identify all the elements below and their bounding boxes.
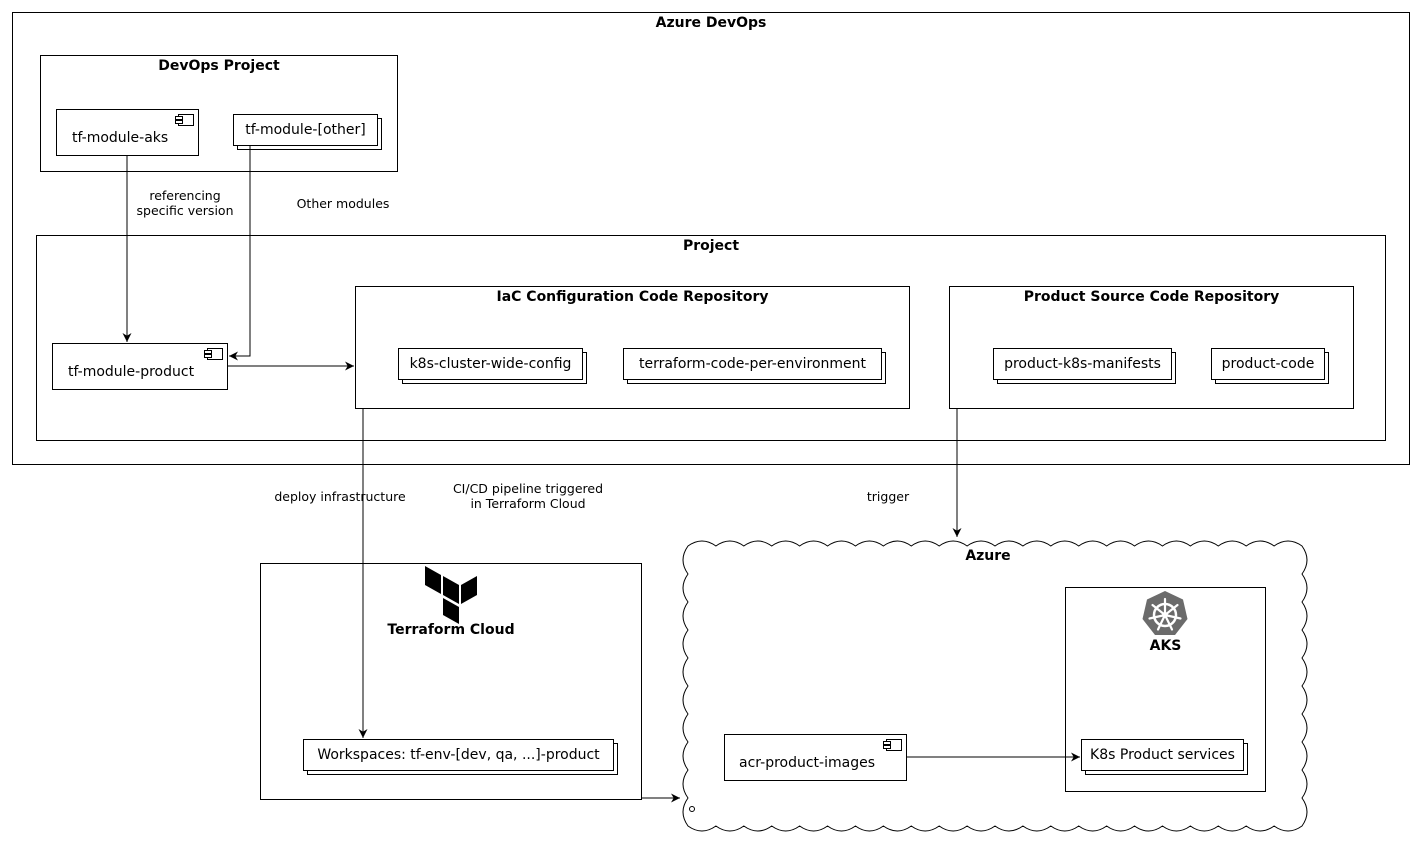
aks-title: AKS (1149, 638, 1182, 654)
terraform-logo-icon (425, 566, 477, 624)
cicd-label: CI/CD pipeline triggered in Terraform Cl… (452, 481, 604, 511)
devops-project-frame: DevOps Project (40, 55, 398, 172)
product-manifests-label: product-k8s-manifests (993, 348, 1172, 380)
product-repo-frame: Product Source Code Repository (949, 286, 1354, 409)
component-icon (204, 348, 223, 360)
workspaces-label: Workspaces: tf-env-[dev, qa, ...]-produc… (303, 739, 614, 771)
azure-devops-title: Azure DevOps (655, 15, 767, 31)
tf-module-aks-component[interactable]: tf-module-aks (56, 109, 199, 156)
terraform-cloud-title: Terraform Cloud (387, 622, 515, 638)
acr-label: acr-product-images (739, 755, 875, 771)
tf-module-product-label: tf-module-product (68, 364, 195, 380)
iac-repo-frame: IaC Configuration Code Repository (355, 286, 910, 409)
terraform-code-stack[interactable]: terraform-code-per-environment (623, 348, 886, 384)
tf-module-product-component[interactable]: tf-module-product (52, 343, 228, 390)
workspaces-stack[interactable]: Workspaces: tf-env-[dev, qa, ...]-produc… (303, 739, 618, 775)
kubernetes-helm-icon (1142, 591, 1188, 635)
iac-repo-title: IaC Configuration Code Repository (496, 289, 769, 305)
azure-devops-frame: Azure DevOps (12, 12, 1410, 465)
component-icon (883, 739, 902, 751)
devops-project-title: DevOps Project (158, 58, 280, 74)
product-code-label: product-code (1211, 348, 1325, 380)
component-icon (175, 114, 194, 126)
product-repo-title: Product Source Code Repository (1023, 289, 1280, 305)
trigger-label: trigger (866, 489, 910, 504)
k8s-services-label: K8s Product services (1081, 739, 1244, 771)
acr-component[interactable]: acr-product-images (724, 734, 907, 781)
terraform-code-label: terraform-code-per-environment (623, 348, 882, 380)
deploy-infra-label: deploy infrastructure (274, 489, 406, 504)
project-frame: Project (36, 235, 1386, 441)
k8s-services-stack[interactable]: K8s Product services (1081, 739, 1248, 775)
project-title: Project (682, 238, 740, 254)
tf-module-other-label: tf-module-[other] (233, 114, 378, 146)
other-modules-label: Other modules (296, 196, 390, 211)
tf-module-other-stack[interactable]: tf-module-[other] (233, 114, 382, 150)
k8s-cluster-config-stack[interactable]: k8s-cluster-wide-config (398, 348, 587, 384)
product-manifests-stack[interactable]: product-k8s-manifests (993, 348, 1176, 384)
terraform-cloud-frame: Terraform Cloud (260, 563, 642, 800)
referencing-label: referencing specific version (136, 188, 234, 218)
k8s-cluster-config-label: k8s-cluster-wide-config (398, 348, 583, 380)
tf-module-aks-label: tf-module-aks (72, 130, 169, 146)
azure-title: Azure (965, 548, 1011, 564)
product-code-stack[interactable]: product-code (1211, 348, 1329, 384)
